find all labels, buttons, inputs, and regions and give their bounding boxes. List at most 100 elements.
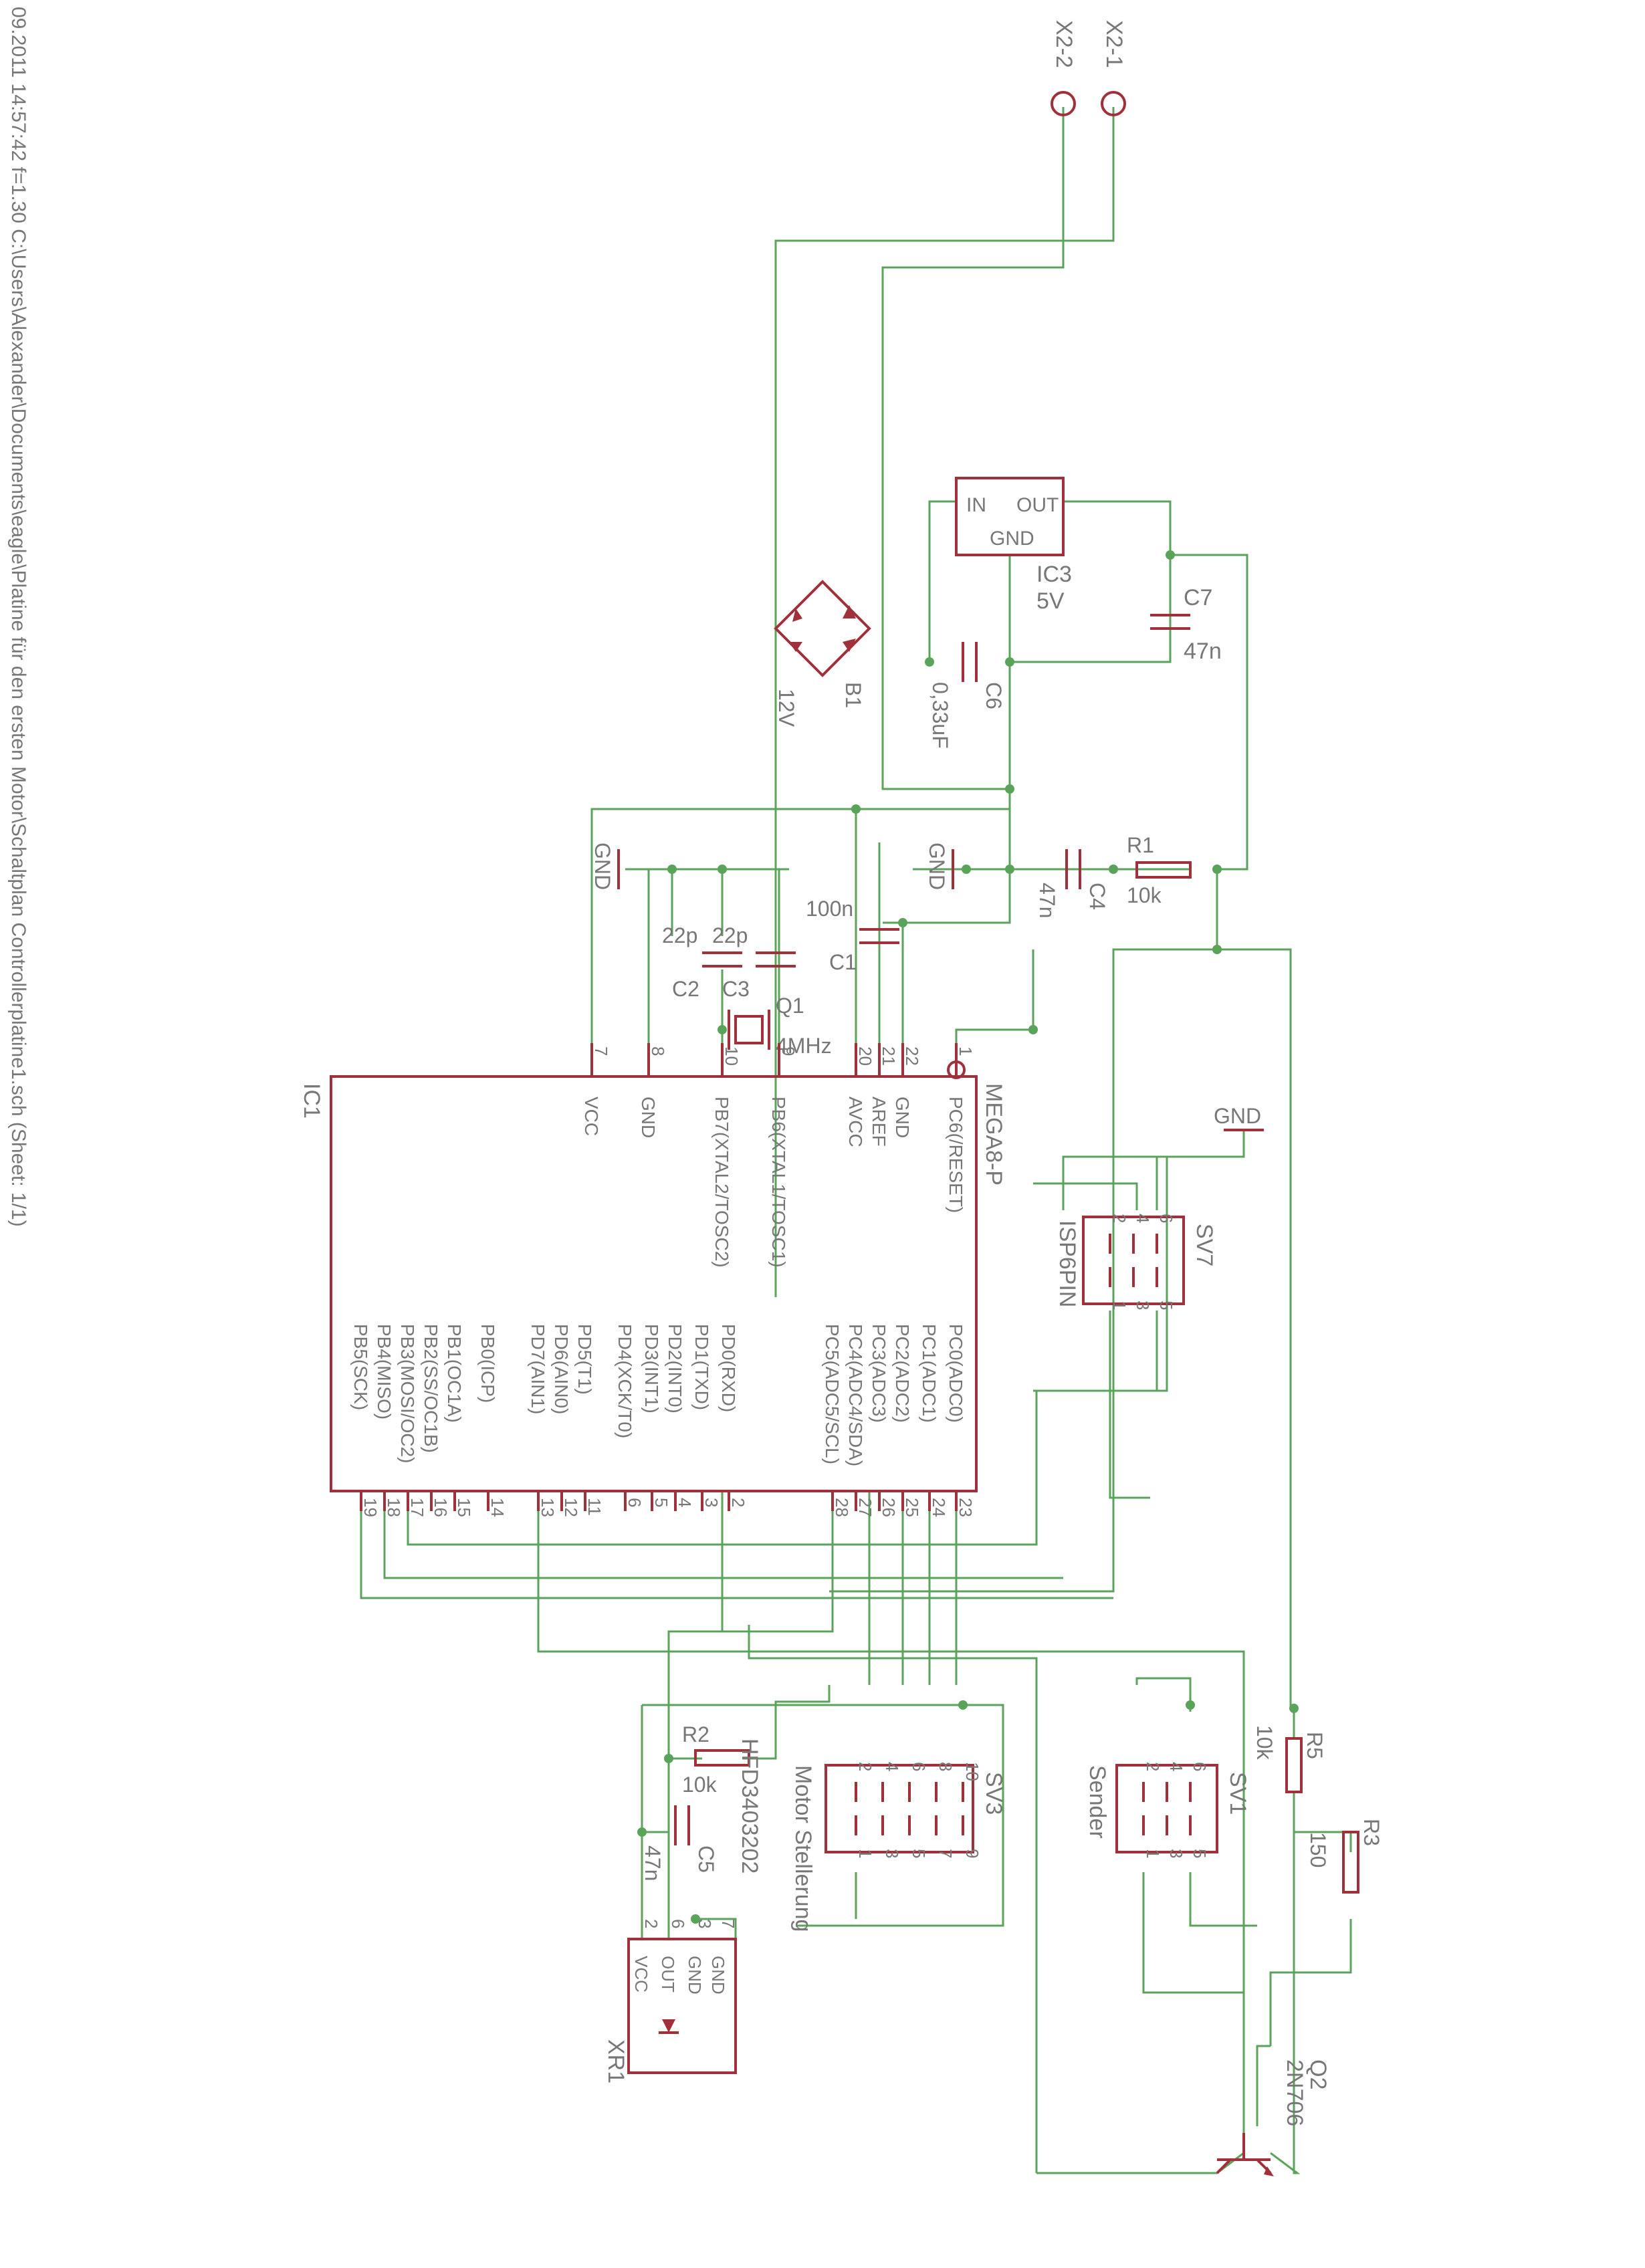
- mcu-pin-name: PC6(/RESET): [946, 1097, 966, 1213]
- receiver-pin-number: 3: [695, 1919, 715, 1928]
- mcu-name: IC1: [299, 1083, 324, 1119]
- r3-name: R3: [1359, 1819, 1384, 1846]
- header-pin-number: 5: [1156, 1300, 1176, 1310]
- mcu-pin-name: GND: [892, 1097, 913, 1138]
- c5-value: 47n: [641, 1845, 665, 1881]
- mcu-pin-number: 14: [487, 1498, 508, 1517]
- mcu-pin-name: PB5(SCK): [350, 1324, 371, 1410]
- c7-value: 47n: [1184, 639, 1222, 664]
- resistor-r1: R1 10k: [1127, 833, 1192, 907]
- receiver-pin-number: 7: [718, 1919, 738, 1928]
- regulator-pin-in: IN: [966, 494, 986, 516]
- mcu-pin-number: 28: [832, 1498, 852, 1517]
- header-pin-number: 6: [1156, 1214, 1176, 1223]
- wires: [360, 107, 1352, 2174]
- mcu-pin-number: 22: [902, 1046, 922, 1066]
- mcu-pin-number: 13: [538, 1498, 558, 1517]
- mcu-pin-name: GND: [638, 1097, 659, 1138]
- xr1-name: XR1: [603, 2039, 629, 2083]
- header-pin-number: 5: [1190, 1849, 1210, 1858]
- mcu-pin-number: 5: [651, 1498, 671, 1507]
- mcu-pin-number: 6: [625, 1498, 645, 1507]
- receiver-pin-name: GND: [685, 1956, 705, 1995]
- capacitor-c1: 100n C1: [806, 897, 899, 974]
- r3-value: 150: [1306, 1832, 1330, 1867]
- connector-x2: X2-2 X2-1: [1051, 20, 1127, 116]
- mcu-pin-name: PD1(TXD): [691, 1324, 712, 1410]
- sv3-name: SV3: [981, 1772, 1006, 1815]
- mcu-pin-name: PD4(XCK/T0): [615, 1324, 635, 1438]
- mcu-pin-name: PD6(AIN0): [551, 1324, 572, 1414]
- bridge-value: 12V: [774, 689, 798, 727]
- mcu-value: MEGA8-P: [981, 1083, 1006, 1185]
- mcu-pin-name: PC5(ADC5/SCL): [822, 1324, 843, 1464]
- mcu-pin-number: 8: [648, 1046, 668, 1056]
- header-pin-number: 4: [882, 1762, 902, 1771]
- gnd-label-3: GND: [1214, 1104, 1261, 1128]
- mcu-pin-name: PB3(MOSI/OC2): [397, 1324, 418, 1463]
- receiver-pin-number: 2: [641, 1919, 661, 1928]
- q2-name: Q2: [1305, 2059, 1331, 2089]
- bridge-name: B1: [841, 682, 865, 708]
- resistor-r3: R3 150: [1306, 1819, 1384, 1894]
- c6-name: C6: [982, 682, 1006, 709]
- crystal-name: Q1: [776, 994, 804, 1018]
- c2-name: C2: [672, 977, 699, 1001]
- x2-2-label: X2-2: [1051, 20, 1077, 68]
- sv1-value: Sender: [1085, 1765, 1110, 1839]
- mcu-pin-number: 16: [431, 1498, 451, 1517]
- junction-dots: [637, 550, 1299, 1924]
- mcu-pin-name: VCC: [581, 1097, 602, 1136]
- mcu-pin-number: 4: [675, 1498, 695, 1507]
- receiver-pin-name: VCC: [631, 1956, 651, 1993]
- mcu-pin-name: PC0(ADC0): [946, 1324, 966, 1423]
- mcu-ic1: IC1 MEGA8-P 7VCC8GND10PB7(XTAL2/TOSC2)9P…: [299, 1043, 1006, 1517]
- led-icon: [659, 2019, 679, 2034]
- mcu-pin-number: 24: [929, 1498, 949, 1517]
- c3-name: C3: [722, 977, 750, 1001]
- regulator-pin-out: OUT: [1016, 494, 1059, 516]
- mcu-pin-number: 20: [855, 1046, 875, 1066]
- sv1-name: SV1: [1225, 1772, 1250, 1815]
- mcu-pin-name: PD0(RXD): [718, 1324, 739, 1412]
- regulator-ic3: IN OUT GND IC3 5V: [955, 477, 1072, 614]
- mcu-pin-number: 10: [722, 1046, 742, 1066]
- mcu-pin-number: 19: [360, 1498, 380, 1517]
- c6-value: 0,33uF: [928, 682, 952, 749]
- transistor-q2: Q2 2N706: [1216, 2059, 1331, 2176]
- mcu-pin-name: PD3(INT1): [641, 1324, 662, 1413]
- gnd-symbols: GND GND GND: [590, 842, 1264, 1131]
- mcu-pin-name: PC1(ADC1): [919, 1324, 940, 1423]
- mcu-pin-name: PC2(ADC2): [892, 1324, 913, 1423]
- header-pin-number: 2: [1143, 1762, 1163, 1771]
- sv7-value: ISP6PIN: [1055, 1220, 1080, 1307]
- receiver-pin-name: OUT: [658, 1956, 678, 1993]
- capacitor-c2: 22p C2: [662, 923, 742, 1001]
- footer-text: 09.2011 14:57:42 f=1.30 C:\Users\Alexand…: [7, 7, 29, 1227]
- mcu-pin-number: 1: [956, 1046, 976, 1056]
- header-pin-number: 7: [936, 1849, 956, 1858]
- mcu-pin-number: 9: [778, 1046, 798, 1056]
- header-pin-number: 2: [855, 1762, 875, 1771]
- gnd-label-1: GND: [590, 842, 615, 890]
- mcu-pin-number: 25: [902, 1498, 922, 1517]
- c2-value: 22p: [662, 923, 697, 947]
- receiver-pin-name: GND: [708, 1956, 728, 1995]
- r2-value: 10k: [682, 1773, 718, 1797]
- header-pin-number: 1: [1143, 1849, 1163, 1858]
- mcu-pin-name: AREF: [869, 1097, 889, 1147]
- capacitor-c5: C5 47n: [641, 1805, 718, 1881]
- c1-value: 100n: [806, 897, 853, 921]
- r1-value: 10k: [1127, 883, 1162, 907]
- header-pin-number: 6: [1190, 1762, 1210, 1771]
- header-pin-number: 2: [1109, 1214, 1129, 1223]
- mcu-pin-number: 11: [584, 1498, 605, 1516]
- header-pin-number: 8: [936, 1762, 956, 1771]
- capacitor-c3: 22p C3: [712, 923, 796, 1001]
- mcu-pin-number: 7: [591, 1046, 611, 1056]
- mcu-pin-name: AVCC: [845, 1097, 866, 1147]
- mcu-bottom-pins: 19PB5(SCK)18PB4(MISO)17PB3(MOSI/OC2)16PB…: [350, 1324, 976, 1517]
